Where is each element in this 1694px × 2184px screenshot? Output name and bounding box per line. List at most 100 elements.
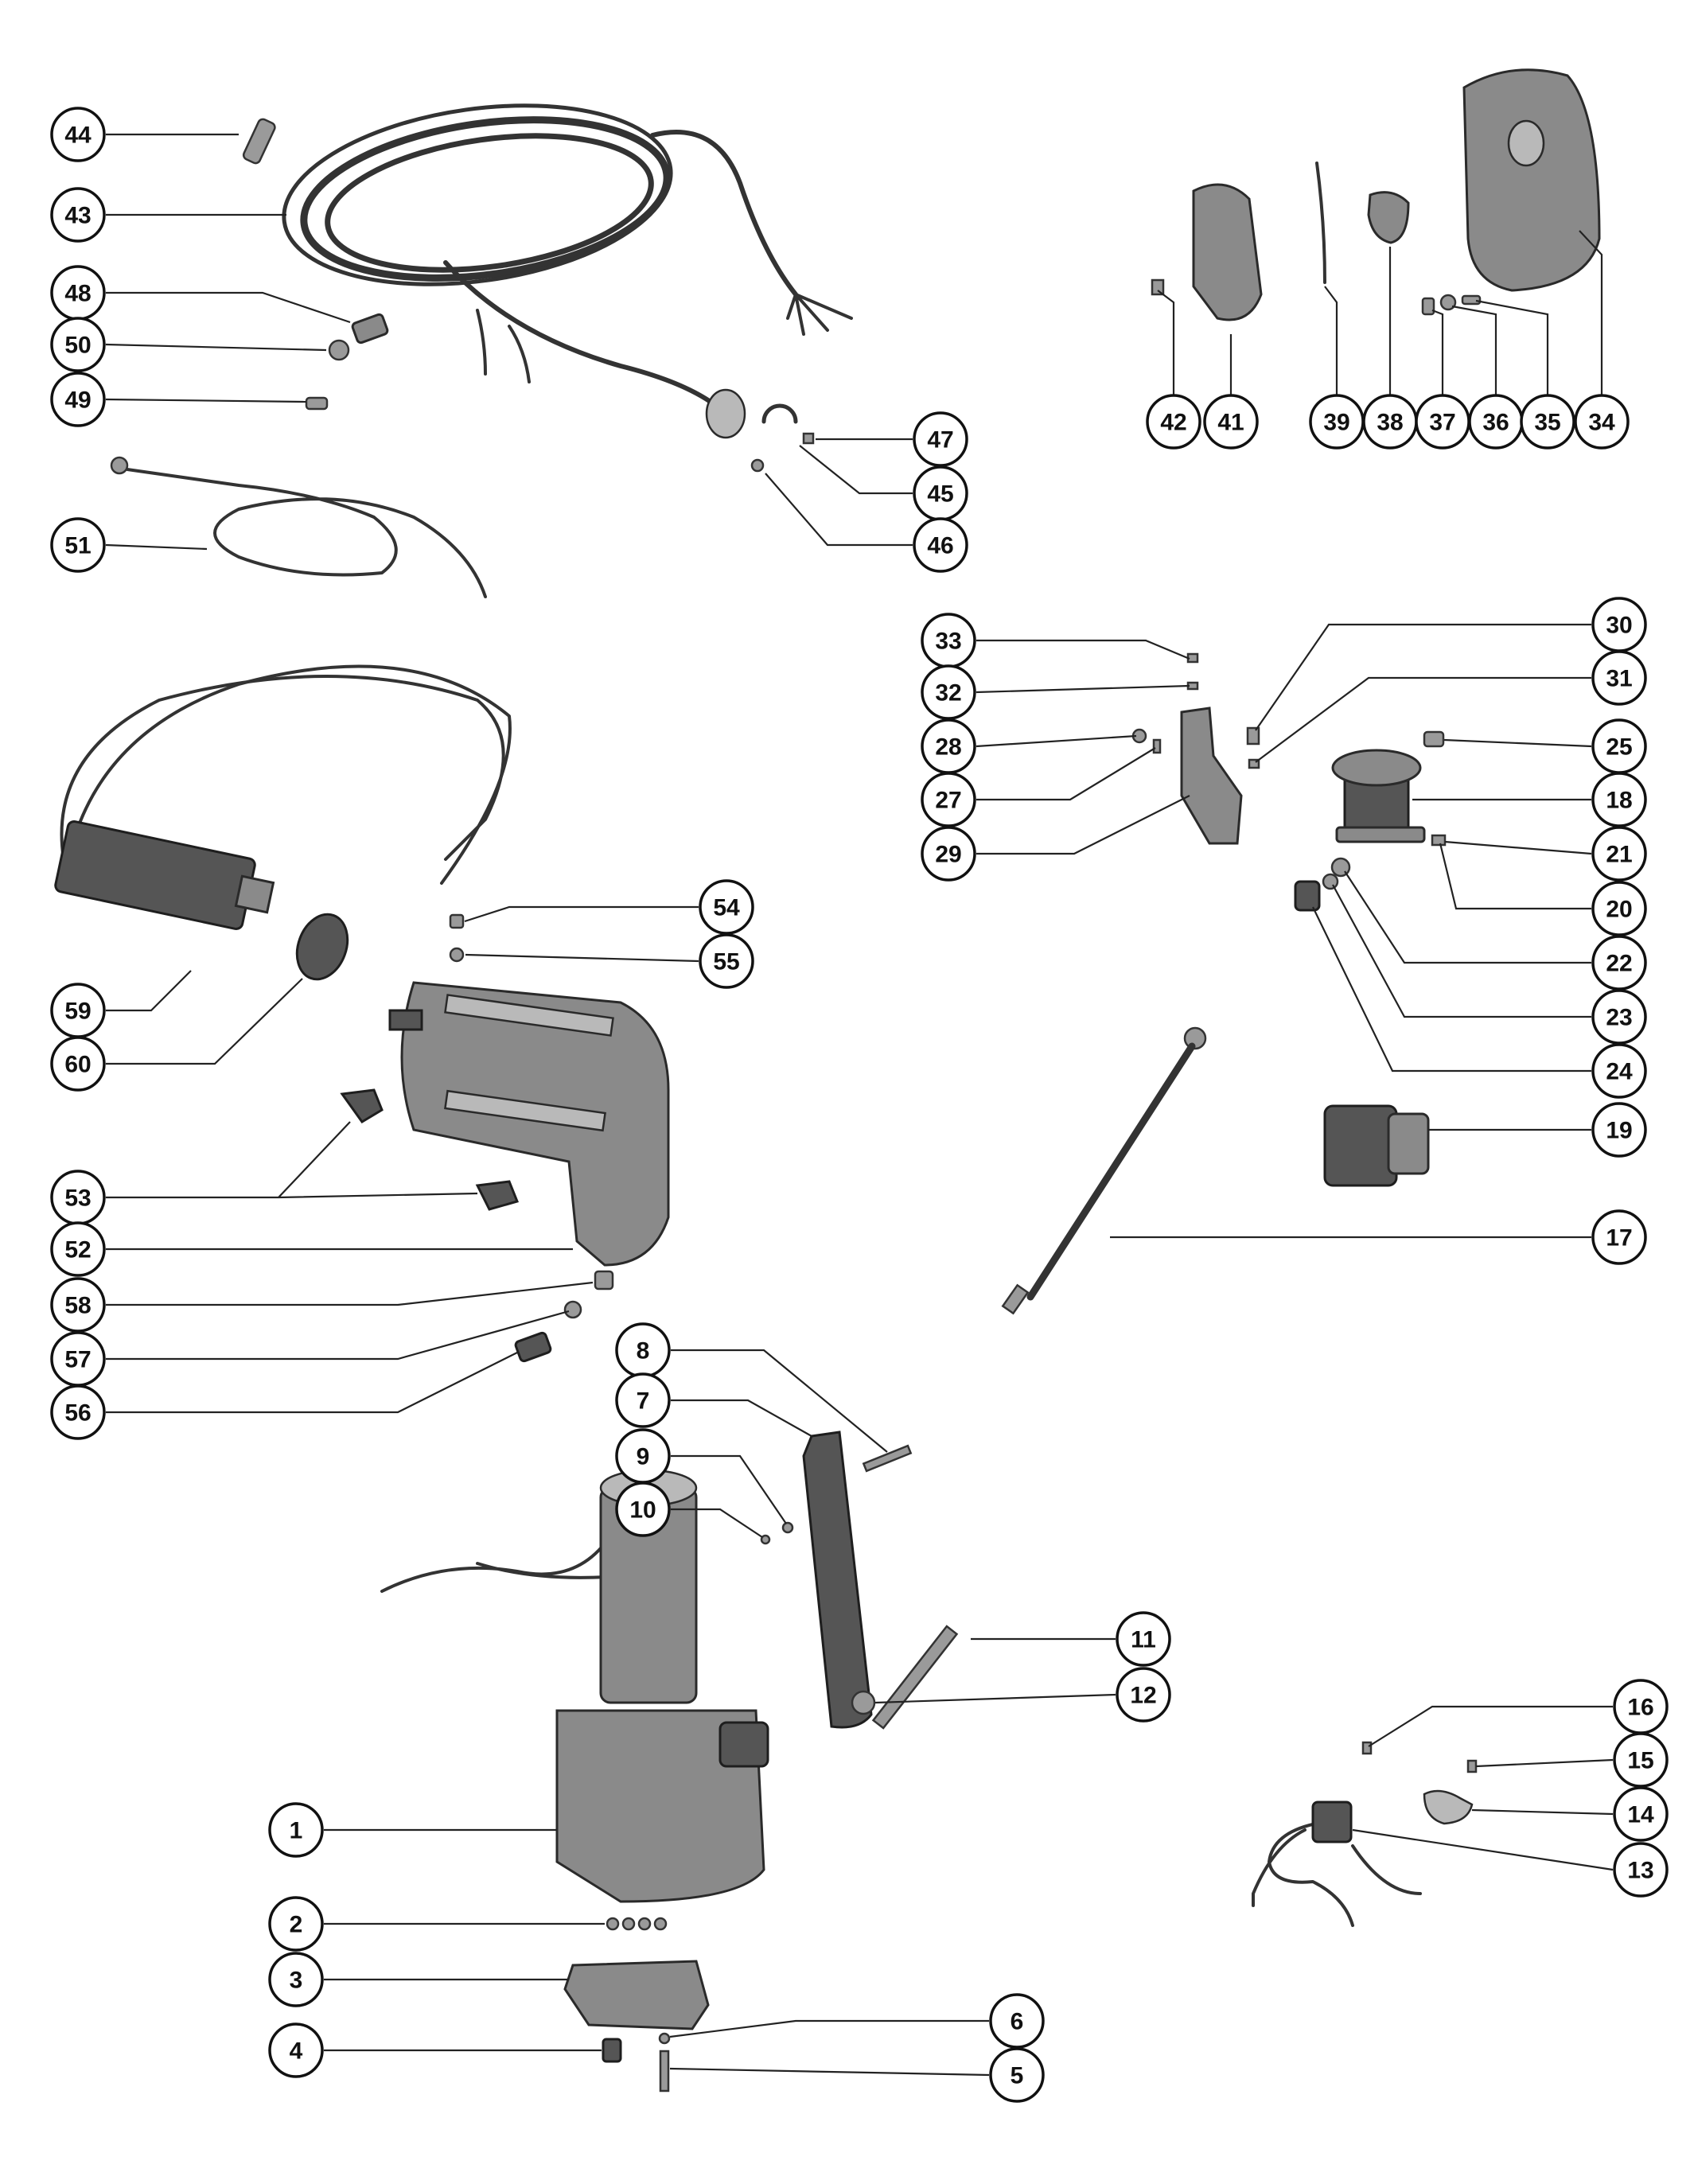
callout-number: 30: [1606, 613, 1632, 639]
screw-part-47: [802, 432, 815, 445]
callout-6: 6: [989, 1993, 1045, 2049]
fitting-part-4: [602, 2038, 622, 2063]
washer-part-57: [563, 1300, 582, 1319]
callout-20: 20: [1591, 881, 1647, 936]
panel-switch-icon: [1507, 119, 1545, 167]
callout-13: 13: [1613, 1842, 1669, 1898]
callout-circle: [1591, 1102, 1647, 1158]
callout-number: 10: [629, 1497, 656, 1524]
fitting-part-53a: [340, 1088, 384, 1123]
callout-number: 49: [64, 387, 91, 414]
callout-circle: [1591, 881, 1647, 936]
callout-59: 59: [50, 983, 106, 1038]
callout-41: 41: [1203, 394, 1259, 450]
callout-37: 37: [1415, 394, 1470, 450]
callout-25: 25: [1591, 718, 1647, 774]
nut-part-37: [1421, 297, 1435, 316]
callout-number: 34: [1588, 410, 1615, 436]
bolt-part-11: [871, 1625, 959, 1730]
callout-number: 59: [64, 999, 91, 1025]
callout-27: 27: [921, 772, 976, 827]
solenoid-part-18: [1331, 749, 1426, 843]
callout-circle: [699, 879, 754, 935]
callout-circle: [989, 1993, 1045, 2049]
callout-number: 55: [713, 949, 739, 975]
callout-21: 21: [1591, 826, 1647, 882]
knob-part-38: [1367, 191, 1410, 244]
callout-number: 4: [290, 2038, 303, 2065]
callout-number: 7: [637, 1388, 650, 1415]
callout-number: 1: [290, 1818, 303, 1844]
callout-30: 30: [1591, 597, 1647, 652]
callout-24: 24: [1591, 1043, 1647, 1099]
ground-lead-part-51: [110, 456, 487, 598]
callout-number: 13: [1627, 1858, 1653, 1884]
control-panel-part-34: [1462, 68, 1601, 292]
callout-circle: [1146, 394, 1201, 450]
bolt-part-8: [862, 1444, 913, 1473]
callout-number: 20: [1606, 897, 1632, 923]
callout-39: 39: [1309, 394, 1365, 450]
callout-number: 48: [64, 281, 91, 307]
callout-circle: [1613, 1786, 1669, 1842]
callout-46: 46: [913, 517, 968, 573]
screw-part-49: [305, 396, 329, 411]
callout-number: 41: [1217, 410, 1244, 436]
callout-number: 24: [1606, 1059, 1633, 1085]
callout-number: 12: [1130, 1683, 1156, 1709]
callout-55: 55: [699, 933, 754, 989]
callout-circle: [615, 1372, 671, 1428]
callout-number: 60: [64, 1052, 91, 1078]
callout-31: 31: [1591, 650, 1647, 706]
callout-18: 18: [1591, 772, 1647, 827]
callout-number: 11: [1131, 1627, 1156, 1653]
washer-part-50: [328, 339, 350, 361]
callout-22: 22: [1591, 935, 1647, 991]
callout-58: 58: [50, 1277, 106, 1333]
callout-number: 37: [1429, 410, 1455, 436]
callout-17: 17: [1591, 1209, 1647, 1265]
callout-1: 1: [268, 1802, 324, 1858]
callout-circle: [1591, 650, 1647, 706]
callout-number: 3: [290, 1968, 303, 1994]
leader-lines: [105, 133, 1614, 2077]
callout-circle: [1116, 1667, 1171, 1723]
callout-number: 58: [64, 1293, 91, 1319]
callout-circle: [1591, 1043, 1647, 1099]
callout-number: 21: [1606, 842, 1632, 868]
callout-circle: [989, 2047, 1045, 2103]
callout-circle: [50, 107, 106, 162]
manifold-part-3: [563, 1960, 710, 2030]
callout-number: 18: [1606, 788, 1632, 814]
callout-circle: [268, 1802, 324, 1858]
callout-number: 43: [64, 203, 91, 229]
callout-number: 52: [64, 1237, 91, 1263]
wiring-harness-part-43: [282, 103, 853, 439]
callout-circle: [1613, 1842, 1669, 1898]
pump-motor-part-1: [380, 1469, 769, 1903]
callout-circle: [50, 372, 106, 427]
callout-number: 8: [637, 1338, 650, 1365]
callout-circle: [1591, 1209, 1647, 1265]
callout-number: 27: [935, 788, 961, 814]
callout-number: 19: [1606, 1118, 1632, 1144]
callout-3: 3: [268, 1952, 324, 2007]
callout-number: 31: [1606, 666, 1632, 692]
callout-circle: [268, 1952, 324, 2007]
callout-7: 7: [615, 1372, 671, 1428]
callout-circle: [1116, 1611, 1171, 1667]
callout-number: 23: [1606, 1005, 1632, 1031]
callout-circle: [921, 664, 976, 720]
callout-number: 33: [935, 629, 961, 655]
washer-part-23: [1322, 873, 1339, 890]
callout-4: 4: [268, 2022, 324, 2078]
callout-number: 2: [290, 1912, 303, 1938]
cover-part-41: [1192, 183, 1263, 321]
callout-number: 51: [64, 533, 91, 559]
callout-number: 54: [713, 895, 740, 921]
fitting-part-53b: [475, 1180, 520, 1211]
callout-44: 44: [50, 107, 106, 162]
callout-number: 22: [1606, 951, 1632, 977]
callout-number: 45: [927, 481, 953, 508]
